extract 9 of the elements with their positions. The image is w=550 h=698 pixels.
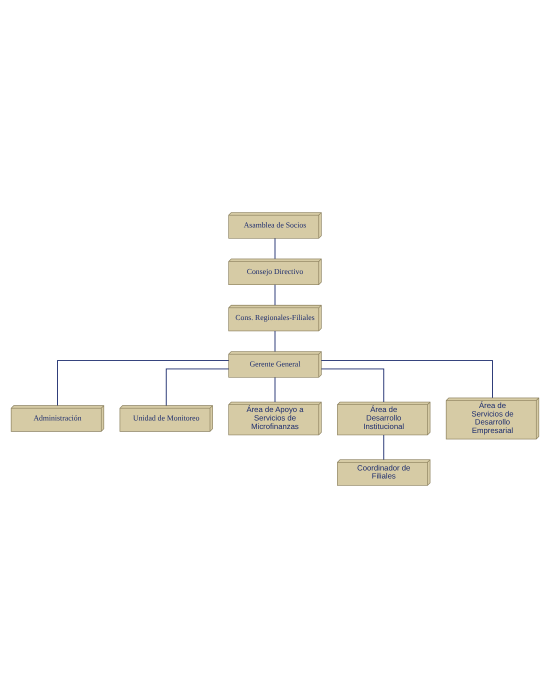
connector [57, 360, 230, 406]
connector [320, 368, 384, 402]
connector [320, 360, 493, 398]
connector [274, 377, 276, 402]
connector [383, 434, 384, 460]
connector [274, 238, 276, 260]
connector [274, 330, 276, 352]
connector [274, 284, 276, 306]
connector [166, 368, 230, 406]
